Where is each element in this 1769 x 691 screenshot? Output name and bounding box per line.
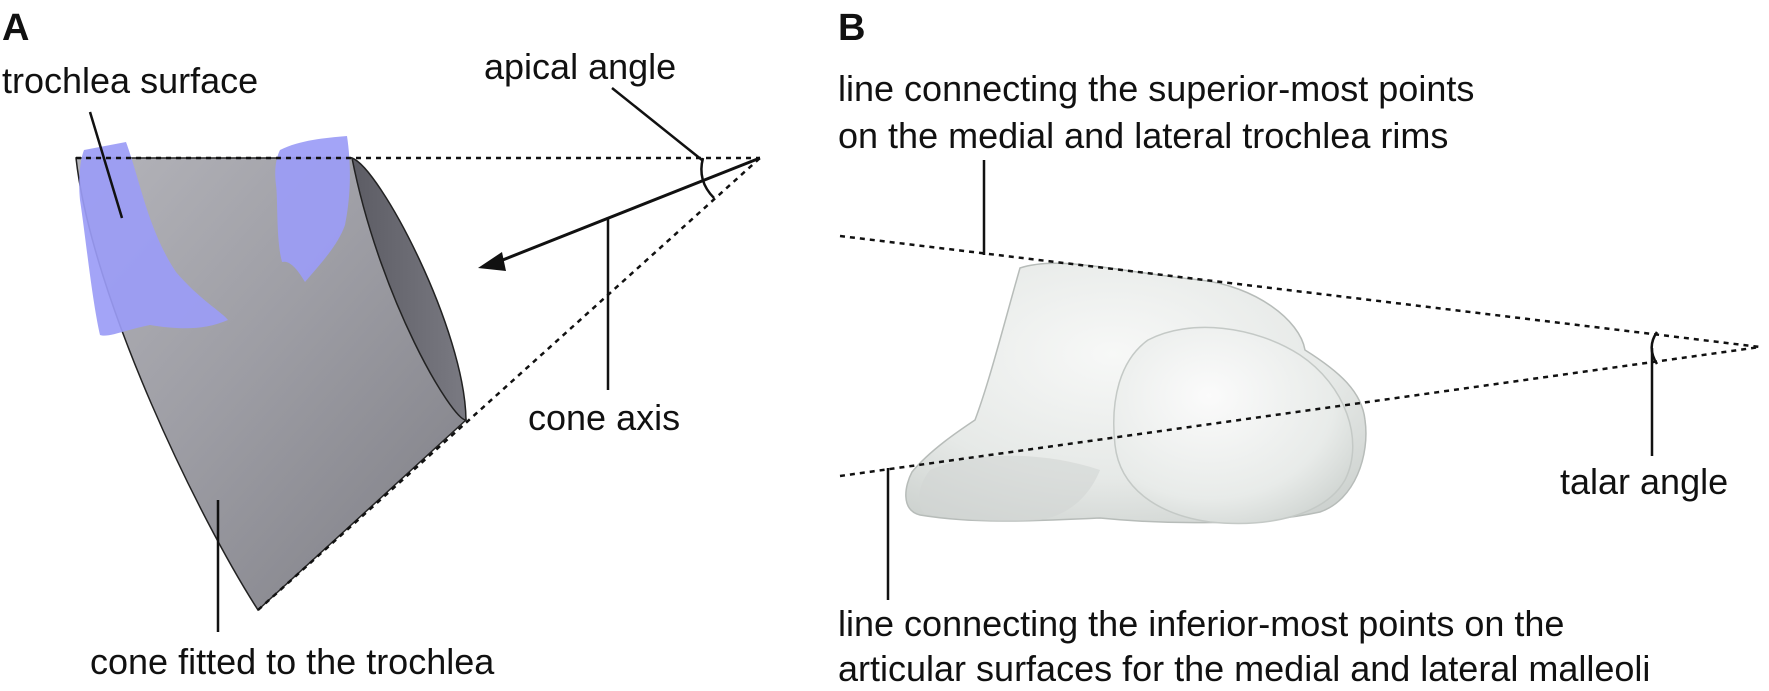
talus-head	[1113, 326, 1354, 525]
label-inferior-line-2: articular surfaces for the medial and la…	[838, 648, 1651, 689]
talus-shadow	[918, 455, 1100, 522]
trochlea-surface-patch-right	[275, 136, 350, 282]
panel-b-graphic	[839, 160, 1761, 600]
cone-axis-arrowhead	[478, 252, 506, 271]
label-superior-line-1: line connecting the superior-most points	[838, 68, 1475, 109]
label-cone-axis: cone axis	[528, 397, 681, 438]
cone-bottom-dashed-line	[257, 157, 761, 611]
inferior-dashed-line	[839, 345, 1761, 478]
label-apical-angle: apical angle	[484, 46, 677, 87]
leader-apical-angle	[611, 87, 703, 161]
apical-angle-arc	[700, 157, 715, 199]
panel-a-letter: A	[2, 7, 30, 49]
label-inferior-line-1: line connecting the inferior-most points…	[838, 603, 1565, 644]
label-trochlea-surface: trochlea surface	[2, 60, 259, 101]
superior-dashed-line	[839, 234, 1761, 349]
panel-b-letter: B	[838, 7, 866, 49]
cone-end-cap	[351, 156, 467, 421]
label-talar-angle: talar angle	[1560, 461, 1729, 502]
panel-a-graphic	[75, 87, 761, 632]
cone-axis-arrow	[494, 156, 761, 265]
label-cone-fitted: cone fitted to the trochlea	[90, 641, 495, 682]
talar-angle-arc	[1650, 331, 1659, 365]
label-superior-line-2: on the medial and lateral trochlea rims	[838, 115, 1449, 156]
leader-trochlea-surface	[88, 111, 124, 219]
trochlea-surface-patch-left	[79, 142, 228, 336]
